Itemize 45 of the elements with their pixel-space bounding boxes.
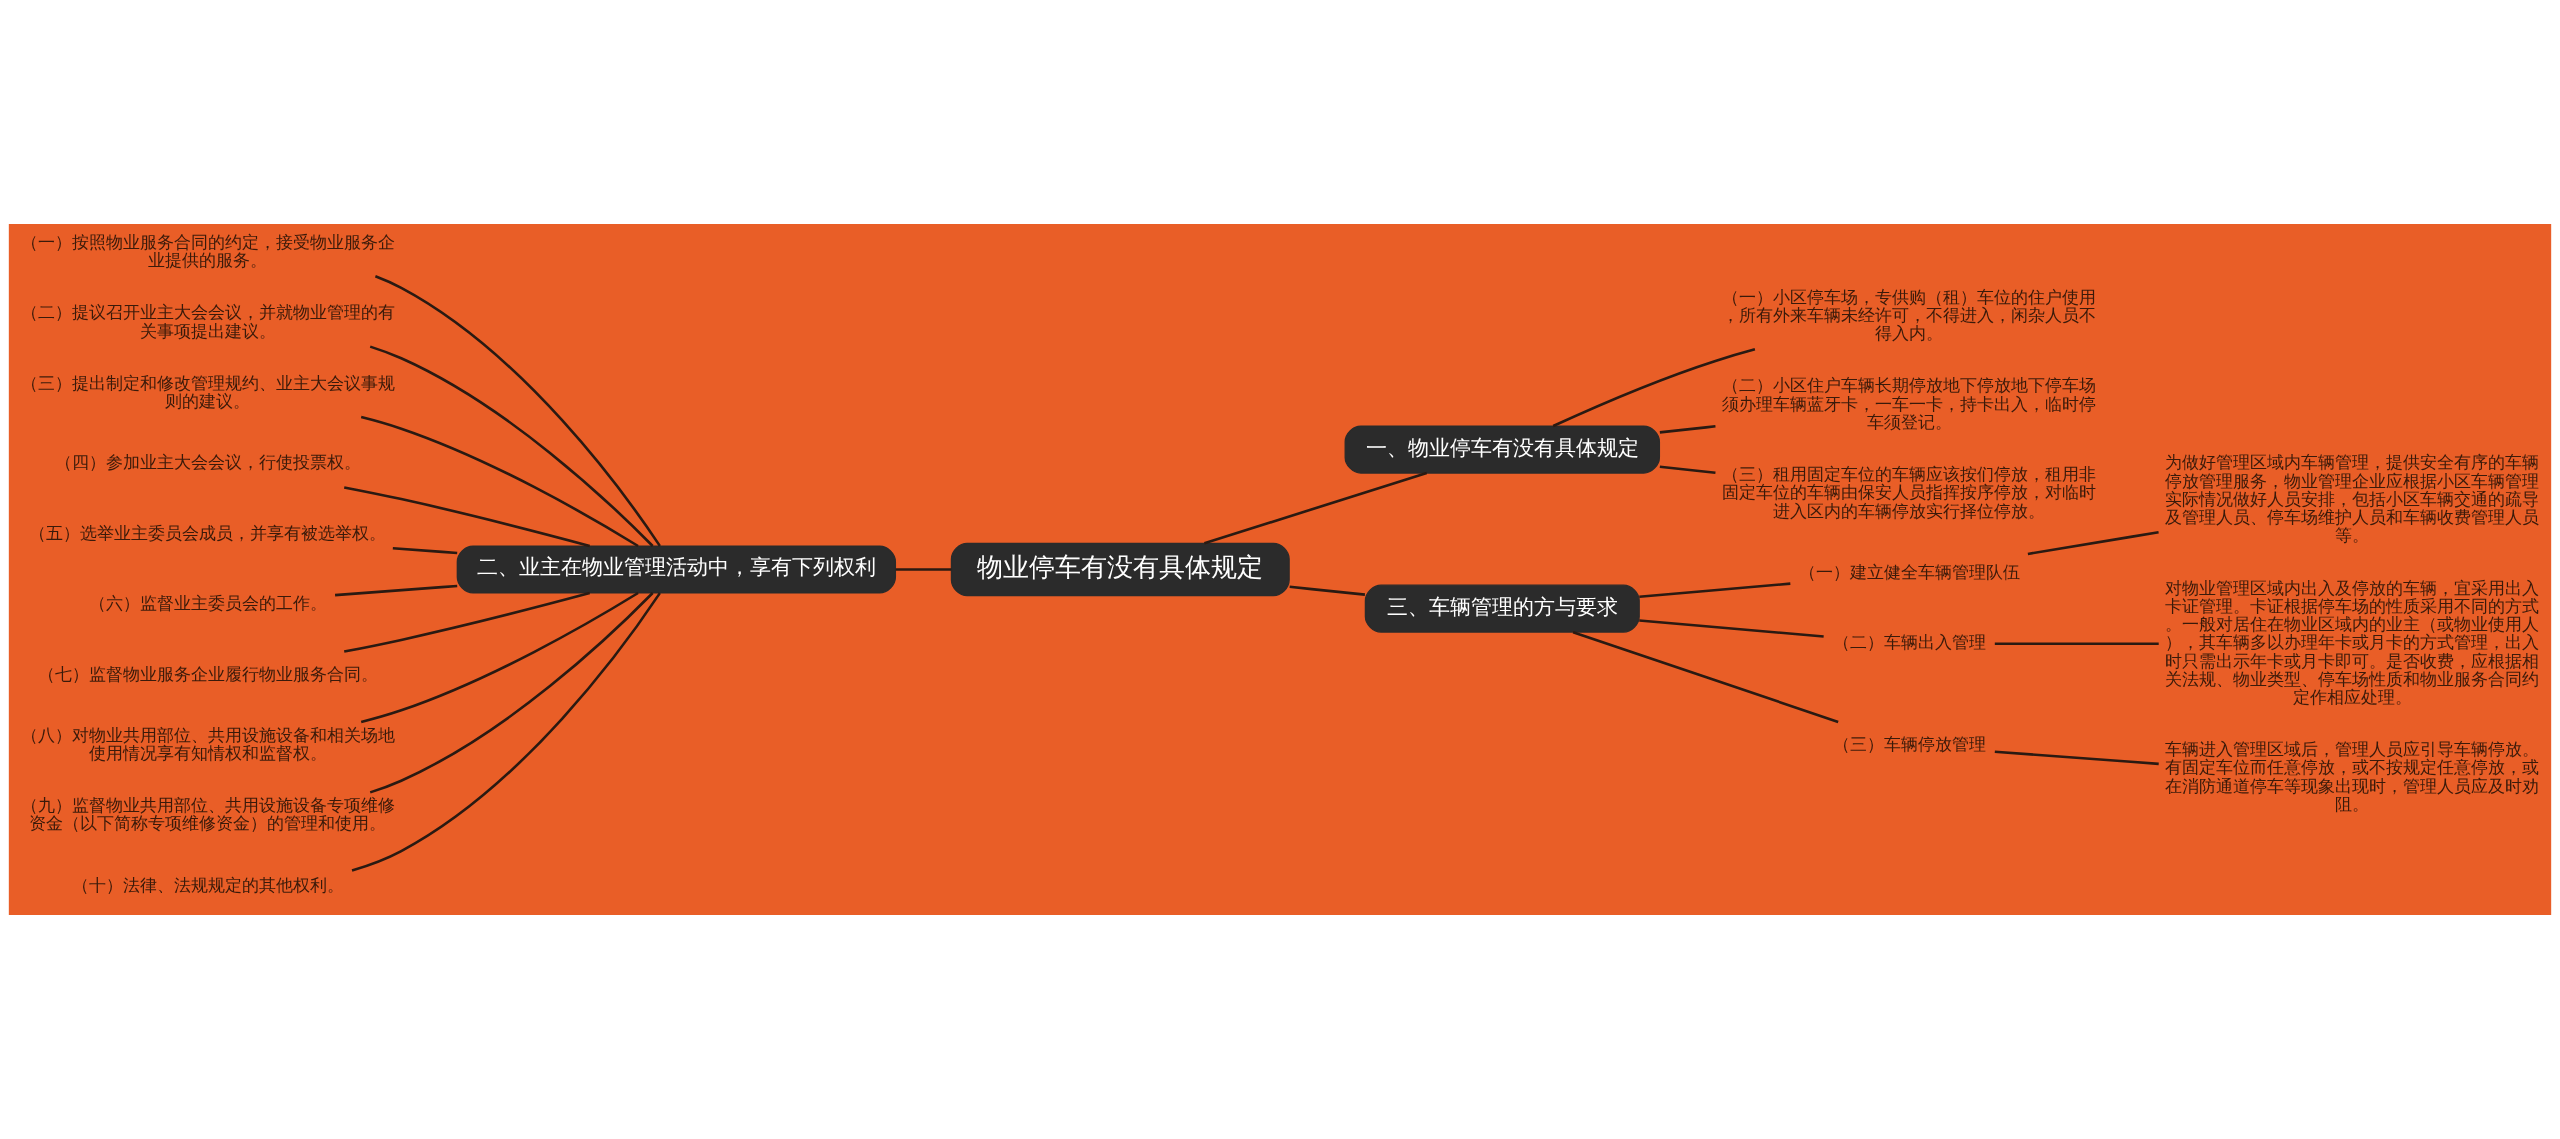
connector: [335, 584, 458, 597]
node-box: 一、物业停车有没有具体规定: [1344, 425, 1661, 474]
node-text: （七）监督物业服务企业履行物业服务合同。: [37, 663, 378, 684]
node-text: （六）监督业主委员会的工作。: [88, 593, 327, 614]
connector: [2027, 531, 2159, 556]
connector: [1639, 619, 1824, 638]
connector: [895, 568, 952, 571]
connector: [360, 591, 639, 724]
connector: [374, 275, 661, 547]
node-text: （二）提议召开业主大会会议，并就物业管理的有关事项提出建议。: [20, 302, 395, 341]
node-text: （一）按照物业服务合同的约定，接受物业服务企业提供的服务。: [20, 231, 395, 271]
node-text: （二）车辆出入管理: [1832, 632, 1986, 653]
node-text: （八）对物业共用部位、共用设施设备和相关场地使用情况享有知情权和监督权。: [20, 724, 395, 764]
node-text: （三）提出制定和修改管理规约、业主大会议事规则的建议。: [20, 372, 395, 412]
node-box: 二、业主在物业管理活动中，享有下列权利: [456, 545, 897, 594]
connector: [1659, 465, 1716, 475]
connector: [1994, 750, 2159, 766]
connector: [1572, 630, 1839, 724]
node-text: （五）选举业主委员会成员，并享有被选举权。: [29, 522, 387, 543]
connector: [369, 592, 654, 794]
connector: [343, 591, 591, 653]
node-text: 为做好管理区域内车辆管理，提供安全有序的车辆停放管理服务，物业管理企业应根据小区车辆管理实际情况做好人员安排，包括小区车辆交通的疏导及管理人员、停车场维护人员和车辆收费管理人员等。: [2165, 452, 2540, 546]
connector: [1639, 582, 1791, 599]
connector: [351, 592, 661, 872]
connector: [1289, 585, 1366, 596]
connector: [360, 415, 639, 548]
node-text: 对物业管理区域内出入及停放的车辆，宜采用出入卡证管理。卡证根据停车场的性质采用不同的方式。一般对居住在物业区域内的业主（或物业使用人），其车辆多以办理年卡或月卡的方式管理，出入时只需出示年卡或月卡即可。是否收费，应根据相关法规、物业类型、停车场性质和物业服务合同约定作相应处理。: [2165, 577, 2540, 708]
connector: [1659, 425, 1716, 434]
node-text: （十）法律、法规规定的其他权利。: [71, 874, 344, 895]
node-text: 车辆进入管理区域后，管理人员应引导车辆停放。有固定车位而任意停放，或不按规定任意停放，或在消防通道停车等现象出现时，管理人员应及时劝阻。: [2165, 739, 2540, 814]
node-box: 物业停车有没有具体规定: [950, 542, 1290, 597]
connector: [1552, 348, 1756, 428]
node-text: （一）小区停车场，专供购（租）车位的住户使用，所有外来车辆未经许可，不得进入，闲杂人员不得入内。: [1722, 286, 2097, 344]
node-text: （二）小区住户车辆长期停放地下停放地下停车场须办理车辆蓝牙卡，一车一卡，持卡出入，临时停车须登记。: [1722, 375, 2097, 432]
connector: [1994, 642, 2159, 646]
connector: [1204, 471, 1428, 545]
connector: [343, 486, 591, 548]
node-text: （三）租用固定车位的车辆应该按们停放，租用非固定车位的车辆由保安人员指挥按序停放，对临时进入区内的车辆停放实行择位停放。: [1722, 464, 2097, 521]
node-box: 三、车辆管理的方与要求: [1364, 584, 1640, 633]
node-text: （一）建立健全车辆管理队伍: [1798, 561, 2020, 582]
connector: [392, 546, 458, 555]
connector: [369, 345, 654, 547]
node-text: （四）参加业主大会会议，行使投票权。: [54, 452, 361, 473]
node-text: （九）监督物业共用部位、共用设施设备专项维修资金（以下简称专项维修资金）的管理和使用。: [20, 795, 395, 834]
node-text: （三）车辆停放管理: [1832, 733, 1986, 754]
